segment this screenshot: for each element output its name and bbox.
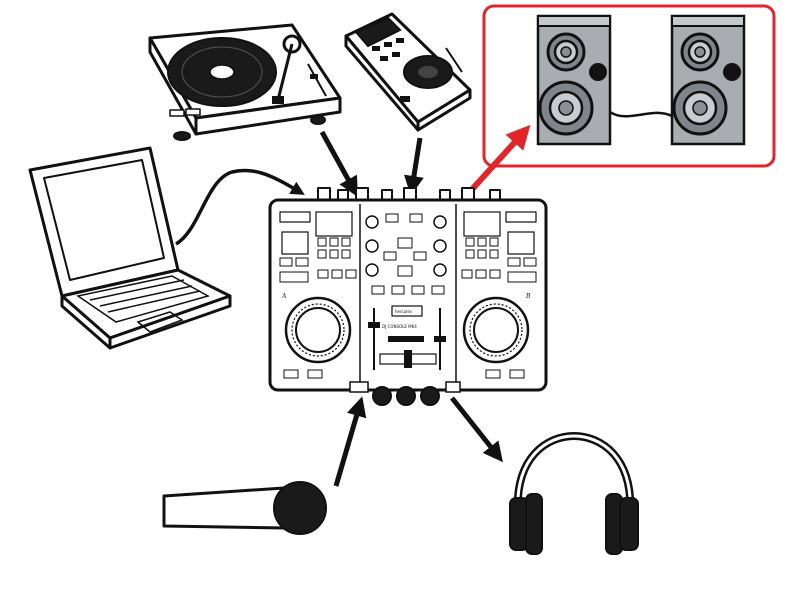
turntable-arrow [319,130,358,198]
mixer-section: hercules DJ CONSOLE MK4 [365,213,447,370]
headphones-arrow [450,396,503,463]
console-model: DJ CONSOLE MK4 [382,324,417,329]
speakers-icon [536,14,746,146]
bottom-knobs [349,381,461,406]
console-brand: hercules [395,309,412,314]
turntable-icon [148,23,342,141]
cd-player-arrow [404,137,424,196]
laptop-cable [175,168,305,246]
deck-a-label: A [281,293,287,300]
speakers-arrow [463,124,531,199]
microphone-arrow [333,396,367,487]
dj-console-icon: A B [268,187,548,406]
laptop-icon [28,146,232,350]
headphones-icon [509,431,639,555]
deck-b: B [461,211,537,379]
speaker-link-cable [609,110,673,118]
left-speaker-icon [536,14,612,146]
cd-player-icon [344,12,472,132]
deck-b-label: B [525,293,531,300]
microphone-icon [162,481,327,535]
deck-a: A [279,211,357,379]
right-speaker-icon [670,14,746,146]
